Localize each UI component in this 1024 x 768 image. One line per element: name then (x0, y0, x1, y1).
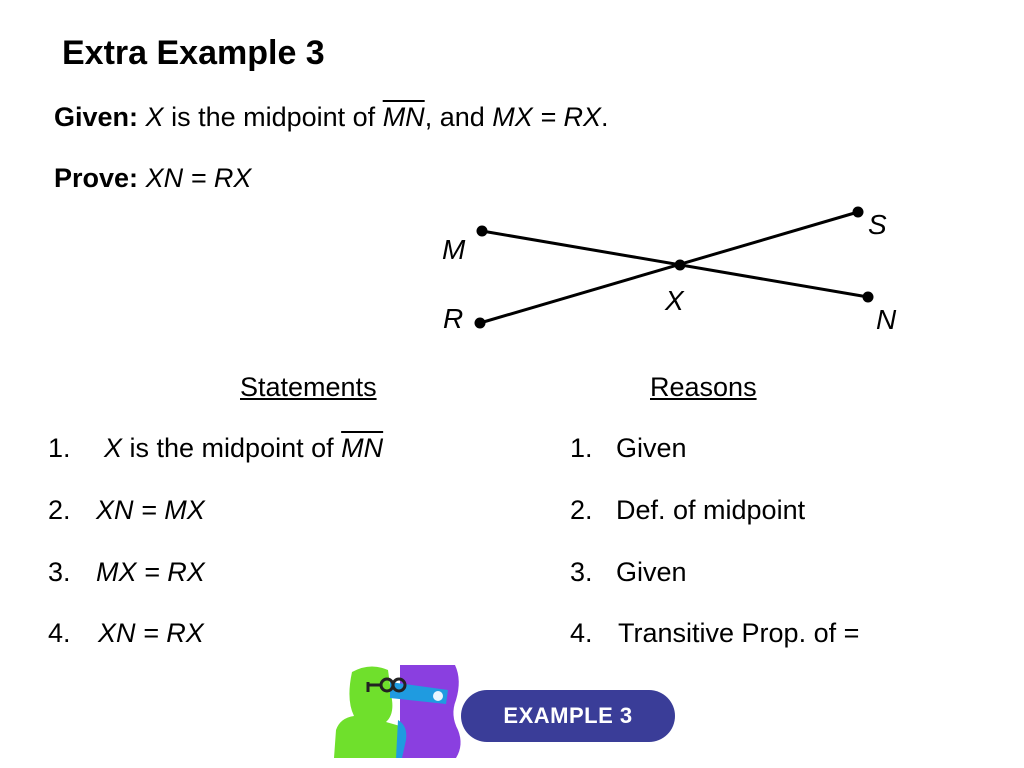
point-m (476, 225, 488, 237)
prove-statement: Prove: XN = RX (54, 163, 251, 194)
given-segment: MN (382, 102, 425, 132)
point-n (862, 291, 874, 303)
reason-row: 3. Given (570, 557, 687, 588)
given-statement: Given: X is the midpoint of MN, and MX =… (54, 102, 609, 133)
point-s (852, 206, 864, 218)
reason-text: Def. of midpoint (616, 495, 806, 525)
label-m: M (442, 234, 466, 265)
statement-row: 2. XN = MX (48, 495, 205, 526)
statement-equation: XN = RX (98, 618, 204, 648)
segment-rs (479, 210, 859, 325)
reason-text: Given (616, 557, 687, 587)
statement-row: 4. XN = RX (48, 618, 204, 649)
reasons-header: Reasons (650, 372, 757, 402)
reason-row: 2. Def. of midpoint (570, 495, 805, 526)
point-x (674, 259, 686, 271)
label-n: N (876, 304, 897, 335)
reason-row: 4. Transitive Prop. of = (570, 618, 859, 649)
given-label: Given: (54, 102, 139, 132)
statement-point: X (104, 433, 123, 463)
prove-label: Prove: (54, 163, 139, 193)
reason-number: 4. (570, 618, 593, 648)
statement-number: 2. (48, 495, 71, 525)
label-s: S (868, 209, 887, 240)
page-title: Extra Example 3 (62, 34, 325, 72)
given-period: . (601, 102, 609, 132)
statement-row: 3. MX = RX (48, 557, 205, 588)
example-badge: EXAMPLE 3 (461, 690, 675, 742)
statement-equation: MX = RX (96, 557, 205, 587)
statement-number: 4. (48, 618, 71, 648)
reason-number: 1. (570, 433, 593, 463)
statement-equation: XN = MX (96, 495, 205, 525)
reason-number: 2. (570, 495, 593, 525)
prove-equation: XN = RX (145, 163, 252, 193)
reason-text: Transitive Prop. of = (618, 618, 860, 648)
label-x: X (664, 285, 685, 316)
statement-number: 3. (48, 557, 71, 587)
geometry-diagram: M S X R N (442, 206, 897, 335)
given-text-2: , and (424, 102, 493, 132)
given-point: X (145, 102, 164, 132)
reason-text: Given (616, 433, 687, 463)
reason-row: 1. Given (570, 433, 687, 464)
label-r: R (443, 303, 463, 334)
statements-header: Statements (240, 372, 377, 402)
point-r (474, 317, 486, 329)
detective-mascot-icon (334, 665, 461, 758)
given-equation: MX = RX (492, 102, 602, 132)
statement-number: 1. (48, 433, 71, 463)
given-text: is the midpoint of (163, 102, 383, 132)
reason-number: 3. (570, 557, 593, 587)
statement-row: 1. X is the midpoint of MN (48, 433, 383, 464)
statement-text: is the midpoint of (122, 433, 342, 463)
statement-segment: MN (341, 433, 384, 463)
